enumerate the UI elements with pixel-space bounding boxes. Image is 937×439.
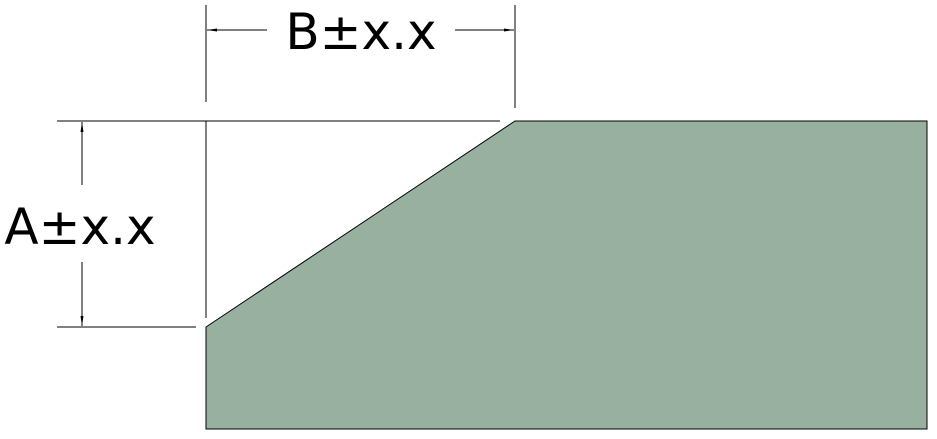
- part-body: [205, 120, 928, 430]
- dimension-b-label: B±x.x: [285, 3, 436, 61]
- dimension-a-label: A±x.x: [4, 198, 155, 256]
